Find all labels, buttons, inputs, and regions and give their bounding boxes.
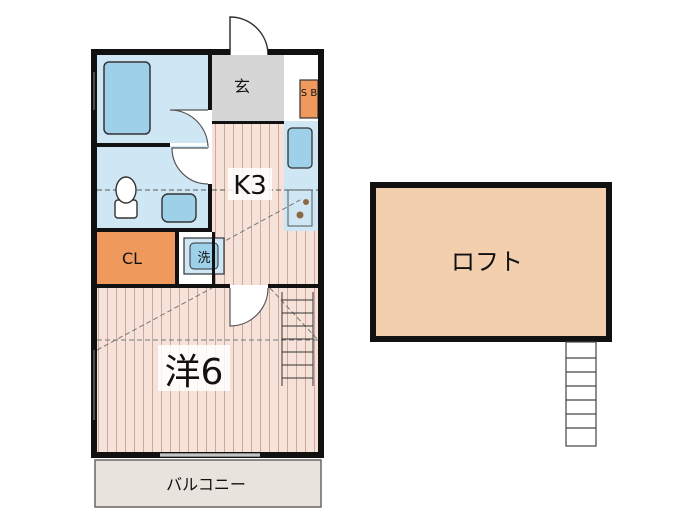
bathtub <box>103 61 151 135</box>
toilet-door-swing <box>171 147 209 185</box>
bathroom-door-swing <box>169 109 209 149</box>
bathroom <box>97 55 209 149</box>
entrance-door-swing <box>229 16 269 56</box>
loft-label: ロフト <box>451 248 523 276</box>
loft-ladder <box>565 341 597 447</box>
washer-label: 洗 <box>197 251 210 266</box>
kitchen-sink <box>287 127 313 169</box>
closet: CL <box>97 232 175 284</box>
kitchen-label: K3 <box>233 171 267 201</box>
entrance-label: 玄 <box>234 77 250 96</box>
loft-ladder-room <box>281 292 314 386</box>
wash-basin <box>161 193 197 223</box>
windows <box>93 72 260 457</box>
toilet <box>114 176 138 219</box>
entrance: 玄 <box>212 16 284 121</box>
shoebox-label: S B <box>301 88 318 99</box>
closet-label: CL <box>122 249 142 268</box>
washer: 洗 <box>183 237 225 275</box>
balcony-label: バルコニー <box>166 475 246 494</box>
room-door-swing <box>229 287 269 327</box>
kitchen: K3 <box>211 121 320 285</box>
balcony: バルコニー <box>94 459 322 508</box>
toilet-room <box>97 146 209 228</box>
shoebox: S B <box>299 79 319 119</box>
loft: ロフト <box>370 182 612 447</box>
western-room: 洋6 <box>96 287 319 452</box>
stove <box>287 189 313 227</box>
western-room-label: 洋6 <box>165 352 224 393</box>
